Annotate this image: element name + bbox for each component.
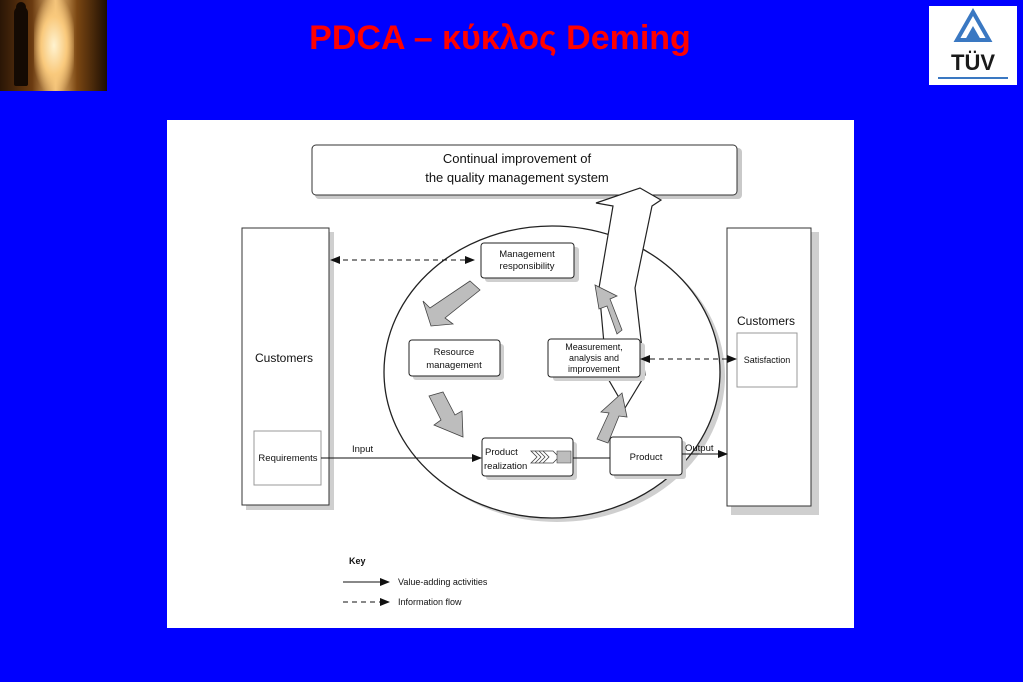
cycle-arrow-top-left (422, 280, 481, 327)
slide-title: PDCA – κύκλος Deming (309, 19, 691, 57)
product-realization-line1: Product (485, 447, 518, 458)
output-label: Output (685, 443, 714, 454)
measure-line1: Measurement, (565, 342, 623, 352)
customers-right-box: Customers Satisfaction (726, 227, 819, 515)
product-realization-box: Product realization (481, 437, 577, 480)
cycle-arrow-bottom-left (428, 391, 464, 438)
product-box: Product (609, 436, 686, 479)
satisfaction-label: Satisfaction (744, 355, 791, 365)
key-information: Information flow (398, 597, 462, 607)
key-title: Key (349, 556, 366, 566)
measure-line2: analysis and (569, 353, 619, 363)
process-chevrons-icon (530, 450, 572, 464)
photo-silhouette (14, 2, 28, 86)
tuv-logo: TÜV (929, 6, 1017, 85)
tuv-triangle-icon (953, 7, 993, 42)
mgmt-line1: Management (499, 249, 555, 260)
product-realization-line2: realization (484, 461, 527, 472)
resource-line1: Resource (434, 347, 475, 358)
requirements-label: Requirements (258, 453, 317, 464)
customers-left-label: Customers (255, 351, 313, 365)
measurement-analysis-box: Measurement, analysis and improvement (547, 338, 645, 381)
management-responsibility-box: Management responsibility (480, 242, 579, 282)
resource-management-box: Resource management (408, 339, 504, 380)
top-box-line1: Continual improvement of (443, 151, 592, 166)
product-label: Product (630, 452, 663, 463)
legend-key: Key Value-adding activities Information … (343, 556, 488, 607)
photo-light (34, 0, 74, 91)
diagram-panel: Continual improvement of the quality man… (167, 120, 854, 628)
input-label: Input (352, 444, 373, 455)
key-value-adding: Value-adding activities (398, 577, 488, 587)
mgmt-line2: responsibility (500, 261, 555, 272)
cycle-arrow-top-right (594, 284, 623, 335)
measure-line3: improvement (568, 364, 621, 374)
resource-line2: management (426, 360, 482, 371)
process-model-diagram: Continual improvement of the quality man… (241, 144, 819, 607)
continual-improvement-box: Continual improvement of the quality man… (311, 144, 742, 199)
logo-text: TÜV (951, 50, 995, 75)
top-box-line2: the quality management system (425, 170, 609, 185)
customers-left-box: Customers Requirements (241, 227, 334, 510)
header-photo (0, 0, 107, 91)
customers-right-label: Customers (737, 314, 795, 328)
logo-underline (938, 77, 1008, 79)
